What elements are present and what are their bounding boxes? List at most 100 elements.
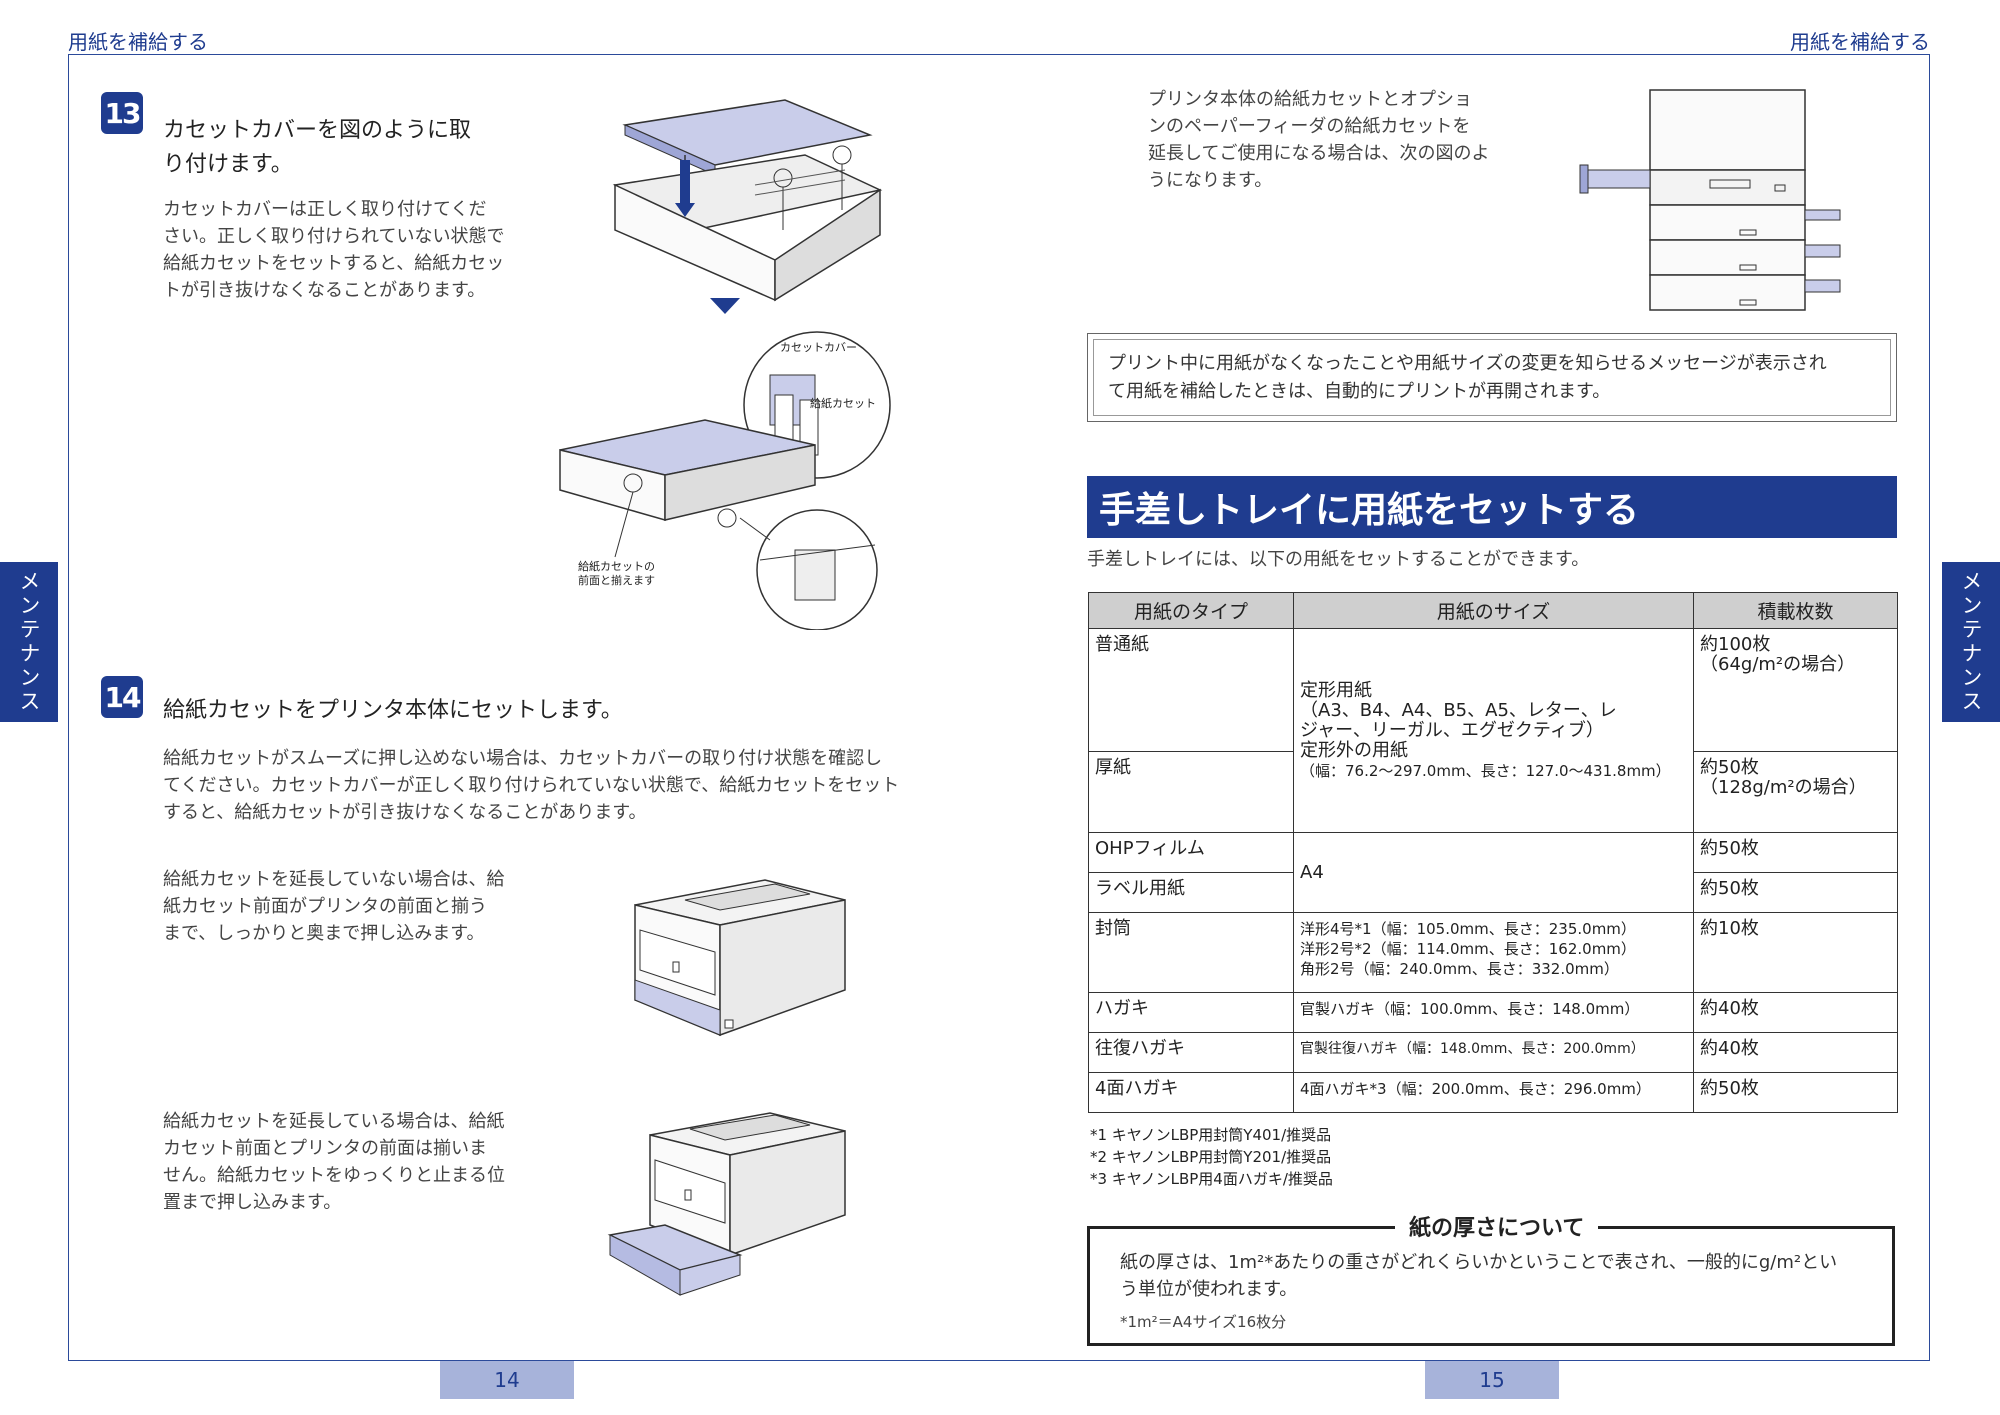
cell-line: 定形外の用紙 xyxy=(1300,739,1408,761)
body-line: 給紙カセットをセットすると、給紙カセッ xyxy=(163,253,505,274)
not-extended-text: 給紙カセットを延長していない場合は、給 紙カセット前面がプリンタの前面と揃う ま… xyxy=(163,866,504,947)
body-line: せん。給紙カセットをゆっくりと止まる位 xyxy=(163,1165,505,1186)
footnote-1: *1 キヤノンLBP用封筒Y401/推奨品 xyxy=(1090,1126,1332,1144)
cell-type-yonmen: 4面ハガキ xyxy=(1088,1072,1294,1113)
body-line: カセット前面とプリンタの前面は揃いま xyxy=(163,1138,487,1159)
section-title: 手差しトレイに用紙をセットする xyxy=(1087,476,1897,538)
cell-line: （64g/m²の場合） xyxy=(1700,654,1856,675)
notice-text: プリント中に用紙がなくなったことや用紙サイズの変更を知らせるメッセージが表示され… xyxy=(1093,339,1891,416)
cell-size-ofuku: 官製往復ハガキ（幅：148.0mm、長さ：200.0mm） xyxy=(1293,1032,1694,1073)
body-line: うになります。 xyxy=(1148,170,1273,191)
table-row: OHPフィルム A4 約50枚 xyxy=(1088,832,1898,913)
table-row: ラベル用紙 約50枚 xyxy=(1088,872,1898,913)
step-13-title-line: カセットカバーを図のように取 xyxy=(163,118,472,143)
cell-count-yonmen: 約50枚 xyxy=(1693,1072,1898,1113)
right-intro-text: プリンタ本体の給紙カセットとオプショ ンのペーパーフィーダの給紙カセットを 延長… xyxy=(1148,86,1489,194)
cell-count-hagaki: 約40枚 xyxy=(1693,992,1898,1033)
body-line: トが引き抜けなくなることがあります。 xyxy=(163,280,486,301)
step-14-title: 給紙カセットをプリンタ本体にセットします。 xyxy=(163,698,623,723)
cell-type-ofuku: 往復ハガキ xyxy=(1088,1032,1294,1073)
table-row: 往復ハガキ 官製往復ハガキ（幅：148.0mm、長さ：200.0mm） 約40枚 xyxy=(1088,1032,1898,1073)
cell-line: （幅：76.2～297.0mm、長さ：127.0～431.8mm） xyxy=(1300,761,1671,780)
cassette-detail-illustration xyxy=(559,331,891,630)
cell-type-envelope: 封筒 xyxy=(1088,912,1294,993)
fig-label-line: 給紙カセットの xyxy=(578,560,655,573)
cell-line: 約100枚 xyxy=(1700,634,1771,655)
notice-line: て用紙を補給したときは、自動的にプリントが再開されます。 xyxy=(1108,381,1611,402)
cell-size-envelope: 洋形4号*1（幅：105.0mm、長さ：235.0mm） 洋形2号*2（幅：11… xyxy=(1293,912,1694,993)
printer-extended-illustration xyxy=(607,1112,846,1296)
table-row: 4面ハガキ 4面ハガキ*3（幅：200.0mm、長さ：296.0mm） 約50枚 xyxy=(1088,1072,1898,1113)
body-line: 紙の厚さは、1m²*あたりの重さがどれくらいかということで表され、一般的にg/m… xyxy=(1120,1252,1838,1273)
cell-type-ohp: OHPフィルム xyxy=(1088,832,1294,873)
table-row: 封筒 洋形4号*1（幅：105.0mm、長さ：235.0mm） 洋形2号*2（幅… xyxy=(1088,912,1898,993)
cell-line: 約50枚 xyxy=(1700,757,1759,778)
body-line: カセットカバーは正しく取り付けてくだ xyxy=(163,199,487,220)
step-13-body: カセットカバーは正しく取り付けてくだ さい。正しく取り付けられていない状態で 給… xyxy=(163,196,504,304)
footnote-3: *3 キヤノンLBP用4面ハガキ/推奨品 xyxy=(1090,1170,1333,1188)
running-header-right: 用紙を補給する xyxy=(1790,30,1930,54)
table-row: 普通紙 定形用紙 （A3、B4、A4、B5、A5、レター、レ ジャー、リーガル、… xyxy=(1088,628,1898,833)
body-line: てください。カセットカバーが正しく取り付けられていない状態で、給紙カセットをセッ… xyxy=(163,775,900,796)
step-14-badge: 14 xyxy=(101,676,143,718)
paper-type-table: 用紙のタイプ 用紙のサイズ 積載枚数 普通紙 定形用紙 （A3、B4、A4、B5… xyxy=(1088,592,1898,1113)
table-header-row: 用紙のタイプ 用紙のサイズ 積載枚数 xyxy=(1088,592,1898,629)
extended-text: 給紙カセットを延長している場合は、給紙 カセット前面とプリンタの前面は揃いま せ… xyxy=(163,1108,505,1216)
fig-label-cassette: 給紙カセット xyxy=(810,397,876,410)
cell-line: 角形2号（幅：240.0mm、長さ：332.0mm） xyxy=(1300,960,1619,978)
printer-not-extended-illustration xyxy=(634,879,846,1037)
cell-count-label: 約50枚 xyxy=(1693,872,1898,913)
cell-line: （128g/m²の場合） xyxy=(1700,777,1867,798)
side-tab-left: メンテナンス xyxy=(0,562,58,722)
body-line: さい。正しく取り付けられていない状態で xyxy=(163,226,505,247)
cell-size-standard: 定形用紙 （A3、B4、A4、B5、A5、レター、レ ジャー、リーガル、エグゼク… xyxy=(1293,628,1694,833)
cell-line: 洋形2号*2（幅：114.0mm、長さ：162.0mm） xyxy=(1300,940,1636,958)
cell-count-ofuku: 約40枚 xyxy=(1693,1032,1898,1073)
table-row: ハガキ 官製ハガキ（幅：100.0mm、長さ：148.0mm） 約40枚 xyxy=(1088,992,1898,1033)
step-13-title: カセットカバーを図のように取 り付けます。 xyxy=(163,114,471,182)
paper-thickness-text: 紙の厚さは、1m²*あたりの重さがどれくらいかということで表され、一般的にg/m… xyxy=(1120,1249,1837,1303)
body-line: 置まで押し込みます。 xyxy=(163,1192,342,1213)
page-number-right: 15 xyxy=(1425,1361,1559,1399)
step-13-badge: 13 xyxy=(101,92,143,134)
body-line: ンのペーパーフィーダの給紙カセットを xyxy=(1148,116,1471,137)
cell-type-plain: 普通紙 xyxy=(1088,628,1294,752)
table-header: 積載枚数 xyxy=(1693,592,1898,629)
body-line: う単位が使われます。 xyxy=(1120,1279,1298,1300)
body-line: 給紙カセットを延長している場合は、給紙 xyxy=(163,1111,505,1132)
cell-size-yonmen: 4面ハガキ*3（幅：200.0mm、長さ：296.0mm） xyxy=(1293,1072,1694,1113)
footnote-2: *2 キヤノンLBP用封筒Y201/推奨品 xyxy=(1090,1148,1332,1166)
running-header-left: 用紙を補給する xyxy=(68,30,208,54)
cell-line: 定形用紙 xyxy=(1300,679,1372,701)
cell-count-plain: 約100枚 （64g/m²の場合） xyxy=(1693,628,1898,752)
cell-count-ohp: 約50枚 xyxy=(1693,832,1898,873)
arrow-down-icon xyxy=(710,298,740,314)
cell-type-hagaki: ハガキ xyxy=(1088,992,1294,1033)
cassette-cover-illustration xyxy=(612,99,883,302)
table-header: 用紙のサイズ xyxy=(1293,592,1694,629)
paper-thickness-title: 紙の厚さについて xyxy=(1395,1210,1599,1242)
table-row: 厚紙 約50枚 （128g/m²の場合） xyxy=(1088,751,1898,833)
cell-line: ジャー、リーガル、エグゼクティブ） xyxy=(1300,719,1604,741)
cell-type-label: ラベル用紙 xyxy=(1088,872,1294,913)
body-line: 延長してご使用になる場合は、次の図のよ xyxy=(1148,143,1490,164)
paper-thickness-box: 紙の厚さは、1m²*あたりの重さがどれくらいかということで表され、一般的にg/m… xyxy=(1087,1226,1895,1346)
cell-size-a4: A4 xyxy=(1293,832,1694,913)
page-frame xyxy=(68,54,1930,1361)
notice-line: プリント中に用紙がなくなったことや用紙サイズの変更を知らせるメッセージが表示され xyxy=(1108,353,1827,374)
cell-line: （A3、B4、A4、B5、A5、レター、レ xyxy=(1300,699,1617,721)
notice-box: プリント中に用紙がなくなったことや用紙サイズの変更を知らせるメッセージが表示され… xyxy=(1087,333,1897,422)
body-line: プリンタ本体の給紙カセットとオプショ xyxy=(1148,89,1472,110)
cell-size-hagaki: 官製ハガキ（幅：100.0mm、長さ：148.0mm） xyxy=(1293,992,1694,1033)
cell-line: 洋形4号*1（幅：105.0mm、長さ：235.0mm） xyxy=(1300,920,1636,938)
cell-count-thick: 約50枚 （128g/m²の場合） xyxy=(1693,751,1898,833)
body-line: まで、しっかりと奥まで押し込みます。 xyxy=(163,923,485,944)
body-line: すると、給紙カセットが引き抜けなくなることがあります。 xyxy=(163,802,647,823)
fig-label-front-align: 給紙カセットの 前面と揃えます xyxy=(578,560,655,588)
body-line: 給紙カセットを延長していない場合は、給 xyxy=(163,869,505,890)
cell-count-envelope: 約10枚 xyxy=(1693,912,1898,993)
body-line: 紙カセット前面がプリンタの前面と揃う xyxy=(163,896,487,917)
step-13-title-line: り付けます。 xyxy=(163,152,293,177)
table-header: 用紙のタイプ xyxy=(1088,592,1294,629)
body-line: 給紙カセットがスムーズに押し込めない場合は、カセットカバーの取り付け状態を確認し xyxy=(163,748,883,769)
